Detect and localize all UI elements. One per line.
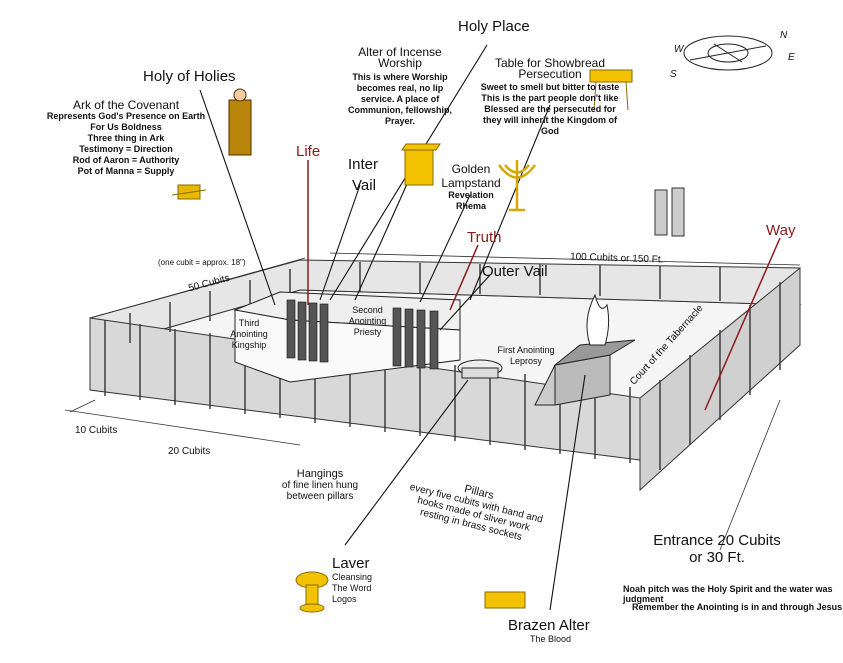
ark-icon bbox=[171, 184, 207, 200]
laver-line: Logos bbox=[332, 594, 357, 604]
lampstand-line: Rhema bbox=[455, 201, 486, 211]
truth-label: Truth bbox=[467, 229, 502, 246]
holy-of-holies-label: Holy of Holies bbox=[143, 68, 236, 85]
ark-line: Represents God's Presence on Earth bbox=[46, 111, 206, 121]
ark-description: Ark of the Covenant Represents God's Pre… bbox=[46, 98, 206, 177]
hangings-title: Hangings bbox=[296, 468, 344, 480]
second-anointing-line: Second bbox=[352, 305, 383, 315]
showbread-line: they will inherit the Kingdom of bbox=[483, 115, 617, 125]
showbread-line: This is the part people don't like bbox=[481, 93, 619, 103]
compass-west: W bbox=[674, 44, 684, 55]
third-anointing-label: Third Anointing Kingship bbox=[224, 318, 274, 351]
second-anointing-line: Priesty bbox=[353, 327, 382, 337]
first-anointing-line: First Anointing bbox=[497, 345, 555, 355]
showbread-line: God bbox=[541, 126, 559, 136]
showbread-table-icon bbox=[589, 69, 633, 111]
incense-subtitle: Worship bbox=[378, 56, 422, 70]
showbread-line: Blessed are the persecuted for bbox=[484, 104, 616, 114]
ark-line: Pot of Manna = Supply bbox=[77, 166, 175, 176]
laver-line: The Word bbox=[332, 583, 372, 593]
way-label: Way bbox=[766, 222, 796, 239]
lampstand-icon bbox=[497, 160, 537, 212]
third-anointing-line: Kingship bbox=[231, 340, 267, 350]
incense-line: service. A place of bbox=[360, 94, 440, 104]
hangings-line: between pillars bbox=[286, 491, 354, 502]
noah-note: Noah pitch was the Holy Spirit and the w… bbox=[623, 584, 833, 604]
incense-title: Alter of Incense bbox=[358, 45, 442, 59]
lampstand-line: Revelation bbox=[448, 190, 494, 200]
second-anointing-line: Anointing bbox=[348, 316, 387, 326]
cubit-note: (one cubit = approx. 18") bbox=[158, 258, 246, 267]
entrance-label: Entrance 20 Cubits or 30 Ft. bbox=[642, 532, 792, 566]
brazen-sub: The Blood bbox=[530, 634, 572, 644]
holy-place-label: Holy Place bbox=[458, 18, 530, 35]
ark-title: Ark of the Covenant bbox=[72, 98, 180, 112]
laver-title: Laver bbox=[332, 555, 370, 572]
showbread-line: Sweet to smell but bitter to taste bbox=[480, 82, 620, 92]
dim-10-label: 10 Cubits bbox=[75, 425, 118, 436]
brazen-alter-label: Brazen Alter The Blood bbox=[508, 617, 590, 644]
showbread-title: Table for Showbread bbox=[494, 56, 606, 70]
second-anointing-label: Second Anointing Priesty bbox=[340, 305, 395, 338]
lampstand-subtitle: Lampstand bbox=[441, 176, 501, 190]
ark-line: Three thing in Ark bbox=[87, 133, 165, 143]
third-anointing-line: Anointing bbox=[230, 329, 268, 339]
ark-line: For Us Boldness bbox=[90, 122, 162, 132]
compass-south: S bbox=[670, 69, 677, 80]
incense-line: Communion, fellowship, bbox=[348, 105, 452, 115]
inter-vail-label-2: Vail bbox=[352, 177, 376, 194]
showbread-subtitle: Persecution bbox=[518, 67, 582, 81]
incense-line: Prayer. bbox=[384, 116, 416, 126]
ark-line: Rod of Aaron = Authority bbox=[72, 155, 180, 165]
lampstand-title: Golden bbox=[451, 162, 491, 176]
compass-icon bbox=[683, 35, 773, 71]
showbread-description: Table for Showbread Persecution Sweet to… bbox=[470, 56, 630, 137]
laver-line: Cleansing bbox=[332, 572, 373, 582]
incense-line: This is where Worship bbox=[352, 72, 448, 82]
hangings-line: of fine linen hung bbox=[281, 480, 359, 491]
altar-fire bbox=[586, 293, 610, 346]
priests-figure bbox=[654, 187, 685, 237]
first-anointing-label: First Anointing Leprosy bbox=[486, 345, 566, 367]
hangings-label: Hangings of fine linen hung between pill… bbox=[280, 468, 360, 502]
fence-pillars bbox=[104, 262, 781, 470]
first-anointing-line: Leprosy bbox=[509, 356, 543, 366]
life-label: Life bbox=[296, 143, 321, 160]
ark-line: Testimony = Direction bbox=[79, 144, 173, 154]
vail-boards bbox=[286, 299, 439, 370]
outer-vail-label: Outer Vail bbox=[482, 263, 548, 280]
anointing-note: Remember the Anointing is in and through… bbox=[632, 602, 843, 612]
inter-vail-label: Inter bbox=[348, 156, 379, 173]
brazen-altar-icon bbox=[484, 591, 526, 609]
laver-icon bbox=[295, 571, 329, 613]
incense-line: becomes real, no lip bbox=[356, 83, 444, 93]
laver-label: Laver Cleansing The Word Logos bbox=[332, 555, 372, 605]
compass-east: E bbox=[788, 52, 795, 63]
entrance-line: or 30 Ft. bbox=[689, 549, 745, 566]
incense-description: Alter of Incense Worship This is where W… bbox=[348, 45, 452, 127]
compass-north: N bbox=[780, 30, 788, 41]
red-pointer-lines bbox=[307, 160, 781, 411]
brazen-title: Brazen Alter bbox=[508, 617, 590, 634]
lampstand-description: Golden Lampstand Revelation Rhema bbox=[438, 162, 504, 212]
incense-altar-icon bbox=[401, 143, 441, 186]
third-anointing-line: Third bbox=[238, 318, 260, 328]
high-priest-figure bbox=[228, 88, 252, 156]
entrance-line: Entrance 20 Cubits bbox=[653, 532, 781, 549]
dim-20-label: 20 Cubits bbox=[168, 446, 211, 457]
